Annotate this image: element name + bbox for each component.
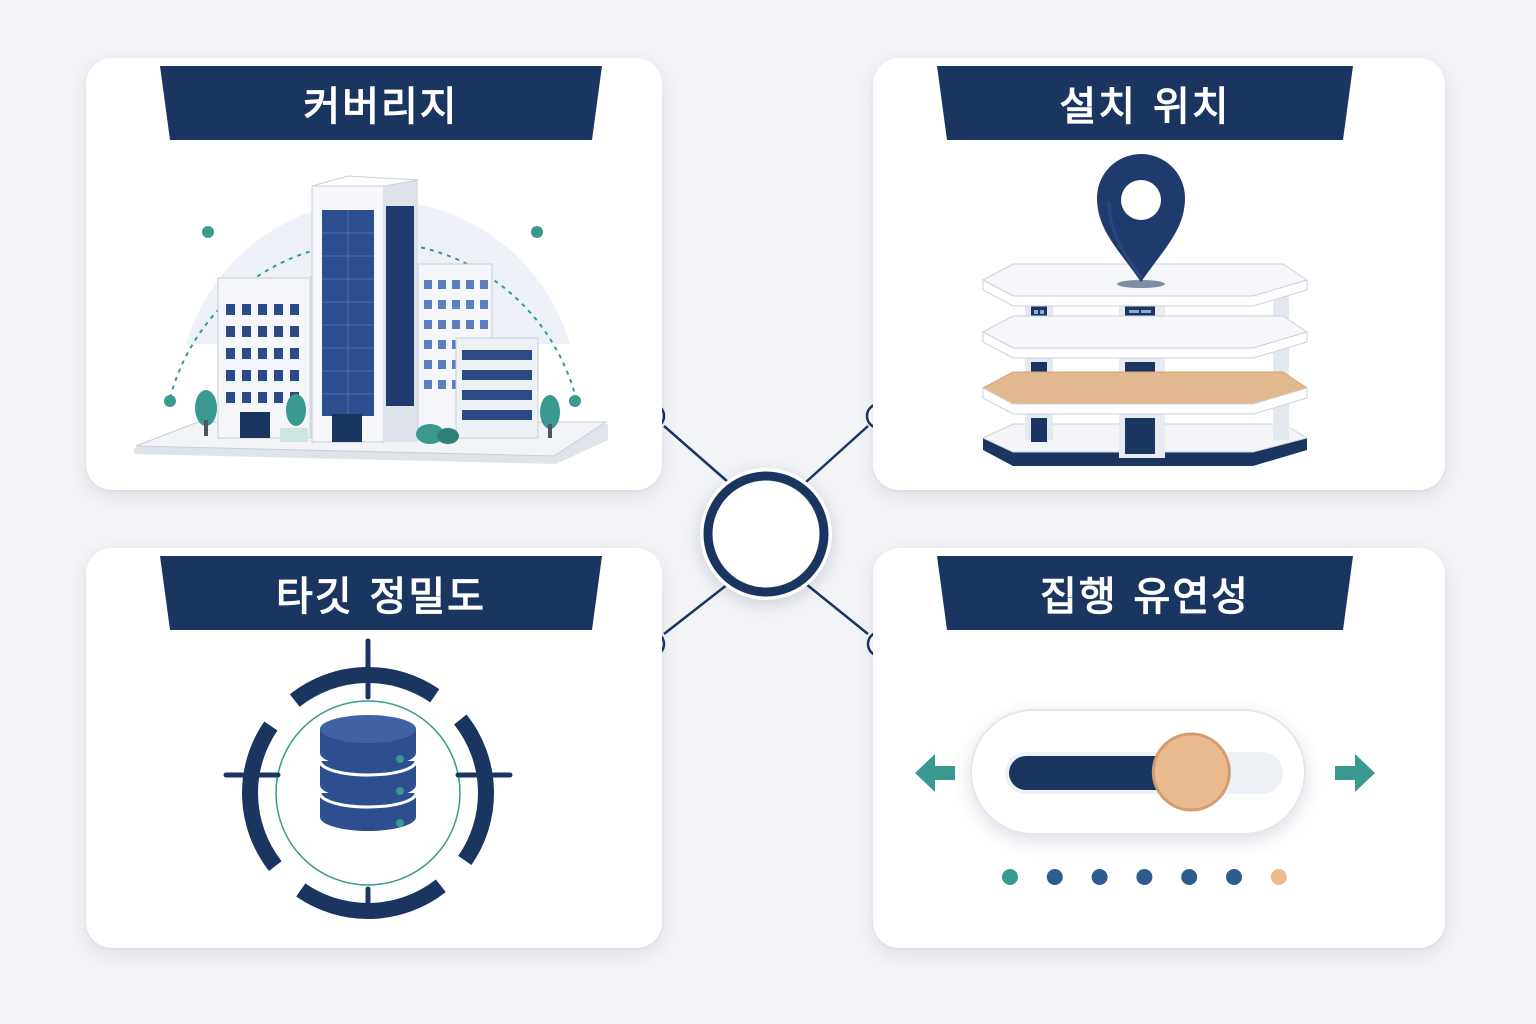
arrow-left-icon <box>915 754 955 792</box>
pagination-dot <box>1046 869 1063 885</box>
pagination-dot <box>1091 869 1108 885</box>
location-pin-icon <box>1097 154 1185 282</box>
location-card: 설치 위치 <box>873 58 1445 490</box>
slider-toggle-icon[interactable] <box>970 709 1306 835</box>
coverage-card: 커버리지 <box>86 58 662 490</box>
location-title: 설치 위치 <box>1059 84 1231 130</box>
pagination-dot <box>1226 869 1242 885</box>
floors-stack-icon <box>981 263 1309 466</box>
flexibility-title: 집행 유연성 <box>1040 574 1250 620</box>
arrow-right-icon <box>1335 754 1375 792</box>
coverage-title-banner: 커버리지 <box>160 66 602 140</box>
pagination-dot <box>1181 869 1198 885</box>
target-database-icon <box>223 638 513 919</box>
location-title-banner: 설치 위치 <box>937 66 1353 140</box>
pagination-dot-active <box>1270 869 1287 885</box>
buildings-icon <box>134 175 608 464</box>
pagination-dot <box>1136 869 1153 885</box>
hub-circle <box>700 468 832 600</box>
flexibility-title-banner: 집행 유연성 <box>937 556 1353 630</box>
precision-title-banner: 타깃 정밀도 <box>160 556 602 630</box>
pagination-dots <box>1002 869 1287 885</box>
coverage-title: 커버리지 <box>303 84 459 130</box>
pagination-dot <box>1002 869 1018 885</box>
precision-title: 타깃 정밀도 <box>276 574 486 620</box>
precision-card: 타깃 정밀도 <box>86 548 662 948</box>
flexibility-card: 집행 유연성 <box>873 548 1445 948</box>
